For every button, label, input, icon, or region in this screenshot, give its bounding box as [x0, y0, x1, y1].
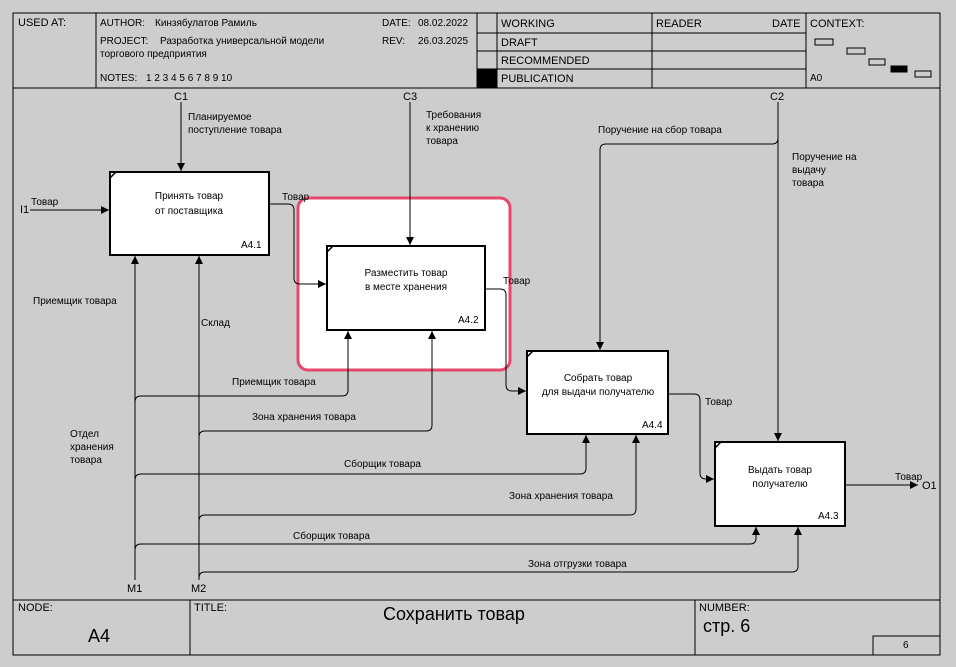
box-a43-line1: Выдать товар	[748, 465, 812, 476]
node-label: NODE:	[18, 602, 53, 614]
project-value-line1: Разработка универсальной модели	[160, 35, 324, 47]
footer: NODE: A4 TITLE: Сохранить товар NUMBER: …	[13, 599, 941, 656]
arrow-a41-a42	[270, 203, 326, 288]
author-label: AUTHOR:	[100, 18, 145, 29]
label-a42-out: Товар	[503, 276, 531, 287]
tunnel-c1: C1	[174, 91, 188, 103]
box-a42-line2: в месте хранения	[365, 282, 447, 293]
date-value: 08.02.2022	[418, 18, 468, 29]
used-at-label: USED AT:	[18, 17, 66, 29]
title-label: TITLE:	[194, 602, 227, 614]
page-number: 6	[903, 640, 909, 651]
box-a41-line2: от поставщика	[155, 206, 223, 217]
label-c2-issue-line3: товара	[792, 178, 824, 189]
label-c2-collect: Поручение на сбор товара	[598, 124, 722, 136]
status-draft: DRAFT	[501, 37, 538, 49]
arrow-m1-a43	[134, 527, 760, 551]
node-value: A4	[88, 626, 110, 646]
label-m-receiver1: Приемщик товара	[33, 296, 117, 307]
label-m-storage-zone2: Зона хранения товара	[509, 491, 613, 502]
notes-value: 1 2 3 4 5 6 7 8 9 10	[146, 73, 233, 84]
label-a43-out: Товар	[895, 472, 923, 483]
number-label: NUMBER:	[699, 602, 750, 614]
tunnel-labels: C1 C3 C2 I1 O1 M1 M2	[20, 91, 937, 595]
notes-label: NOTES:	[100, 73, 137, 84]
label-m-warehouse: Склад	[201, 318, 230, 329]
number-value: стр. 6	[703, 616, 750, 636]
status-publication: PUBLICATION	[501, 73, 574, 85]
diagram-title: Сохранить товар	[383, 604, 525, 624]
label-input-tovar: Товар	[31, 197, 59, 208]
box-a43-number: A4.3	[818, 511, 839, 522]
arrow-labels: Планируемое поступление товара Требовани…	[31, 109, 923, 570]
box-a44-line1: Собрать товар	[564, 372, 633, 384]
label-m-receiver2: Приемщик товара	[232, 377, 316, 388]
label-m-shipping-zone: Зона отгрузки товара	[528, 559, 627, 570]
box-a44-line2: для выдачи получателю	[542, 387, 655, 398]
label-m-dept-line3: товара	[70, 455, 102, 466]
reader-date-label: DATE	[772, 18, 801, 30]
box-a43-line2: получателю	[752, 479, 808, 490]
arrow-m2-a43	[198, 527, 802, 579]
label-m-dept-line2: хранения	[70, 442, 114, 453]
box-a42-line1: Разместить товар	[365, 268, 448, 279]
arrows	[30, 102, 918, 580]
tunnel-m2: M2	[191, 583, 206, 595]
author-value: Кинзябулатов Рамиль	[155, 17, 257, 29]
label-c3-line1: Требования	[426, 109, 481, 121]
label-m-picker1: Сборщик товара	[344, 458, 421, 470]
activity-box-a41[interactable]: Принять товар от поставщика A4.1	[109, 171, 270, 256]
tunnel-m1: M1	[127, 583, 142, 595]
label-a41-out: Товар	[282, 192, 310, 203]
project-label: PROJECT:	[100, 36, 148, 47]
arrow-m2-a44	[198, 435, 640, 522]
context-node: A0	[810, 73, 823, 84]
box-a41-line1: Принять товар	[155, 191, 224, 202]
label-c2-issue-line1: Поручение на	[792, 152, 857, 163]
tunnel-i1: I1	[20, 204, 29, 216]
tunnel-o1: O1	[922, 480, 937, 492]
rev-label: REV:	[382, 36, 405, 47]
project-value-line2: торгового предприятия	[100, 49, 207, 60]
activity-box-a43[interactable]: Выдать товар получателю A4.3	[714, 441, 846, 527]
label-a44-out: Товар	[705, 397, 733, 408]
tunnel-c2: C2	[770, 91, 784, 103]
label-c1-line1: Планируемое	[188, 112, 252, 123]
tunnel-c3: C3	[403, 91, 417, 103]
label-c3-line3: товара	[426, 136, 458, 147]
activity-box-a44[interactable]: Собрать товар для выдачи получателю A4.4	[526, 350, 669, 435]
arrow-m2-a42	[198, 331, 436, 438]
arrow-a42-a44	[486, 288, 526, 395]
label-c3-line2: к хранению	[426, 123, 479, 134]
box-a44-number: A4.4	[642, 420, 663, 431]
context-thumbnail	[814, 38, 932, 78]
status-recommended: RECOMMENDED	[501, 55, 590, 67]
date-label: DATE:	[382, 18, 411, 29]
rev-value: 26.03.2025	[418, 36, 468, 47]
label-m-storage-zone1: Зона хранения товара	[252, 412, 356, 423]
arrow-m1-a44	[134, 435, 590, 481]
box-a42-number: A4.2	[458, 315, 479, 326]
label-c1-line2: поступление товара	[188, 125, 282, 136]
reader-label: READER	[656, 18, 702, 30]
label-c2-issue-line2: выдачу	[792, 165, 826, 176]
arrow-c2-collect	[596, 137, 779, 350]
context-label: CONTEXT:	[810, 18, 864, 30]
arrow-a44-a43	[669, 393, 714, 483]
status-working: WORKING	[501, 18, 555, 30]
arrow-m1-a42	[134, 331, 352, 403]
label-m-dept-line1: Отдел	[70, 429, 99, 440]
activity-box-a42[interactable]: Разместить товар в месте хранения A4.2	[326, 245, 486, 331]
box-a41-number: A4.1	[241, 240, 262, 251]
label-m-picker2: Сборщик товара	[293, 530, 370, 542]
header: USED AT: AUTHOR: Кинзябулатов Рамиль PRO…	[13, 13, 940, 89]
publication-marker	[477, 69, 497, 88]
